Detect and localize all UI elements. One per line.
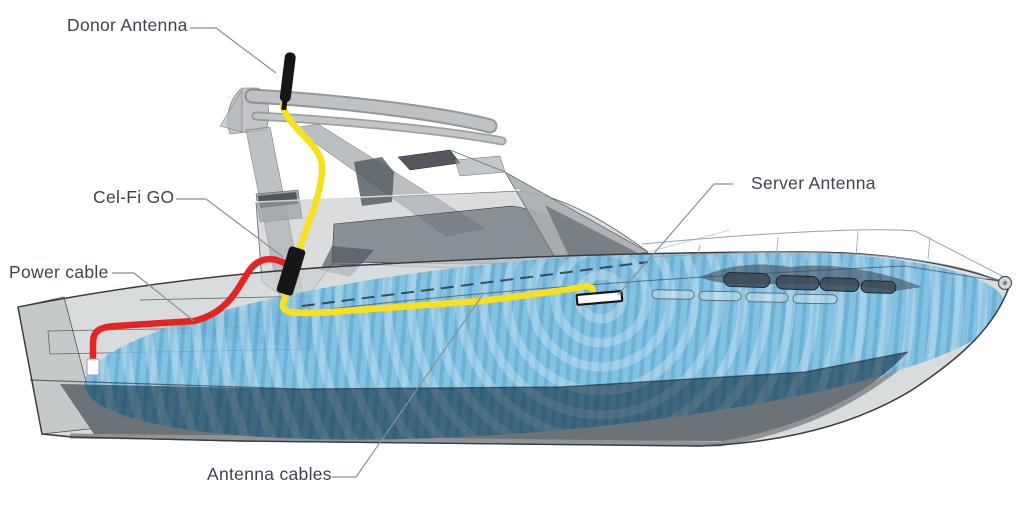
- hull-portholes: [651, 289, 838, 305]
- server-antenna-icon: [575, 290, 624, 306]
- hull-windows-dark: [723, 271, 897, 294]
- leader-lines: [112, 27, 733, 478]
- donor-antenna-cable-line: [279, 101, 326, 252]
- antenna-cables-leader: [332, 292, 485, 478]
- server-antenna-label: Server Antenna: [751, 173, 876, 193]
- flybridge-helm: [354, 149, 506, 206]
- bow-tip-fitting: [985, 275, 1013, 291]
- celfi-go-leader: [176, 198, 284, 258]
- celfi-go-label: Cel-Fi GO: [93, 187, 175, 207]
- waterline: [29, 351, 909, 390]
- power-cable-label: Power cable: [9, 262, 109, 282]
- donor-antenna-leader: [190, 27, 277, 74]
- hull-outline: [17, 251, 1010, 447]
- deck-edge-dashed-line: [301, 261, 649, 307]
- server-antenna-cable-line: [279, 282, 597, 317]
- donor-antenna-icon: [279, 52, 296, 111]
- antenna-cables-label: Antenna cables: [207, 464, 332, 484]
- power-cable-leader: [112, 272, 195, 322]
- server-antenna-leader: [617, 183, 733, 296]
- bow-rail: [641, 229, 1005, 282]
- celfi-go-device: [276, 246, 306, 296]
- donor-antenna-label: Donor Antenna: [67, 15, 188, 35]
- power-cable-line: [89, 255, 290, 363]
- power-connector: [86, 358, 100, 376]
